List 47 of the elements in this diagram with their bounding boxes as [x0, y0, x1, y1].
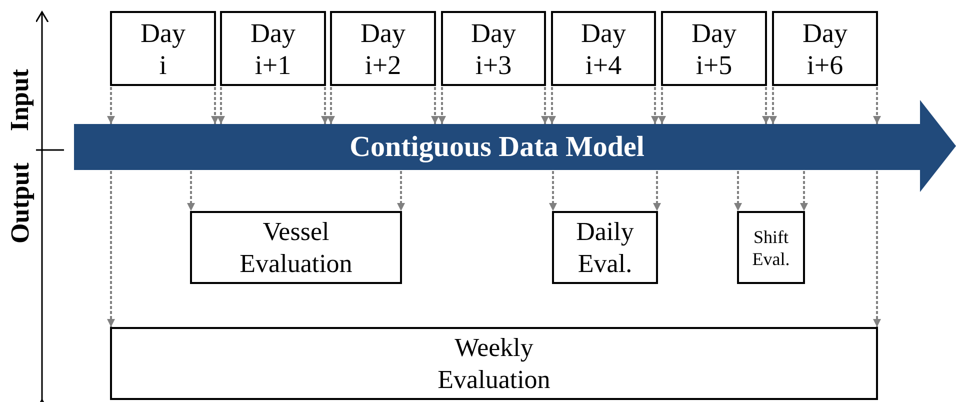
box-label: Shift Eval.: [751, 226, 791, 270]
evaluation-box: [110, 327, 878, 400]
box-label: Daily Eval.: [575, 216, 635, 280]
arrow: [658, 87, 666, 124]
arrow: [548, 87, 556, 124]
arrow: [873, 87, 881, 124]
arrow: [438, 87, 446, 124]
arrow: [549, 171, 557, 211]
box-label: Weekly Evaluation: [436, 332, 552, 396]
day-box: [661, 11, 767, 86]
day-box: [110, 11, 216, 86]
box-label: Day i+6: [802, 16, 848, 80]
arrow: [431, 87, 439, 124]
day-box: [441, 11, 546, 86]
arrow: [651, 87, 659, 124]
evaluation-box: [190, 211, 402, 284]
arrow: [211, 87, 219, 124]
box-label: Day i+5: [690, 16, 738, 80]
box-label: Day i+4: [580, 16, 627, 80]
day-box: [551, 11, 656, 86]
arrow: [321, 87, 329, 124]
box-label: Vessel Evaluation: [238, 216, 354, 280]
box-label: Day i+2: [360, 16, 406, 80]
arrow: [187, 171, 195, 211]
arrow-label: Contiguous Data Model: [350, 132, 644, 162]
evaluation-box: [552, 211, 658, 284]
arrow: [769, 87, 777, 124]
arrow: [800, 171, 808, 211]
arrow: [397, 171, 405, 211]
box-label: Day i+1: [250, 16, 296, 80]
arrow: [217, 87, 225, 124]
arrow: [873, 171, 881, 327]
arrow: [653, 171, 661, 211]
axis-label: Output: [7, 162, 33, 244]
box-label: Day i+3: [470, 16, 517, 80]
arrow: [762, 87, 770, 124]
day-box: [772, 11, 878, 86]
evaluation-box: [737, 211, 805, 284]
arrow: [107, 87, 115, 124]
day-box: [220, 11, 326, 86]
box-label: Day i: [140, 16, 186, 80]
arrow: [734, 171, 742, 211]
day-box: [330, 11, 436, 86]
arrow: [327, 87, 335, 124]
arrow: [107, 171, 115, 327]
arrow: [541, 87, 549, 124]
axis-label: Input: [7, 68, 33, 132]
